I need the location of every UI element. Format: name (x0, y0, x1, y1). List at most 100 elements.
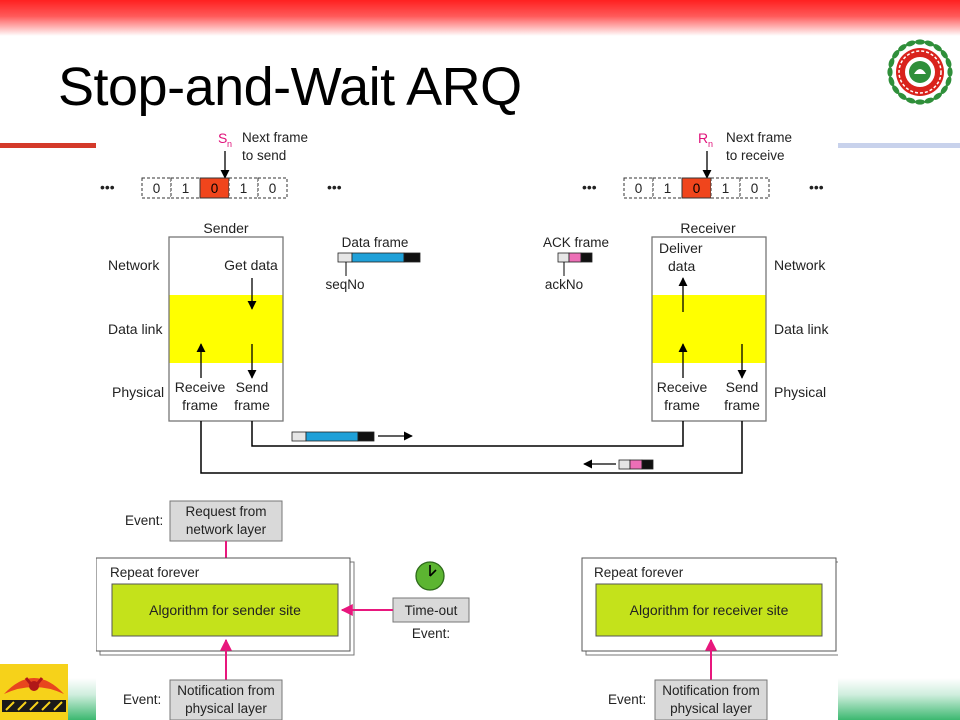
receiver-notification-box (654, 679, 768, 720)
timeout-event-label: Event: (412, 626, 450, 641)
receiver-window-slot-label-1: 1 (664, 181, 672, 196)
receiver-notification-event-label: Event: (608, 692, 646, 707)
sender-data-link-layer-label: Data link (108, 321, 163, 337)
sender-notification-line2: physical layer (185, 701, 267, 716)
sender-data-link-band (169, 295, 283, 363)
institute-seal-icon (887, 39, 953, 105)
seal-leaf (905, 97, 916, 104)
receiver-stack-box (651, 236, 767, 422)
channel-data-frame-payload (305, 431, 359, 442)
sender-window-slot-label-4: 0 (269, 181, 277, 196)
algorithm-receiver-label: Algorithm for receiver site (630, 602, 789, 618)
channel-data-frame-trailer (357, 431, 375, 442)
seal-leaf (945, 57, 952, 68)
seal-leaf (945, 76, 952, 87)
sender-pointer-symbol: S (218, 130, 227, 146)
seal-leaf (924, 97, 935, 104)
sender-event-loop: Event: Request from network layer Repeat… (96, 500, 470, 720)
receiver-window-slot-label-3: 1 (722, 181, 730, 196)
sender-send-line2: frame (234, 397, 270, 413)
seal-leaf (905, 40, 916, 47)
data-frame-legend-header (337, 252, 353, 263)
data-frame-label: Data frame (342, 235, 409, 250)
seal-leaf (892, 85, 900, 94)
sender-physical-layer-label: Physical (112, 384, 164, 400)
sender-window-ellipsis-left: ••• (100, 179, 115, 195)
seal-leaf (933, 92, 942, 100)
seqno-label: seqNo (325, 277, 364, 292)
sender-notification-box (169, 679, 283, 720)
data-frame-legend-trailer (403, 252, 421, 263)
channel-data-frame-header (291, 431, 307, 442)
seal-leaf (915, 39, 925, 45)
sender-window-slot-4 (257, 177, 288, 199)
sender-stack-box (168, 236, 284, 422)
forward-link-line (251, 421, 684, 447)
channel-ack-frame-header (618, 459, 631, 470)
clock-icon (415, 561, 445, 591)
sender-heading: Sender (203, 220, 248, 236)
sender-window-slot-label-0: 0 (153, 181, 161, 196)
receiver-notification-line2: physical layer (670, 701, 752, 716)
receiver-network-layer-label: Network (774, 257, 826, 273)
ack-frame-label: ACK frame (543, 235, 609, 250)
channel-ack-frame-trailer (641, 459, 654, 470)
sender-get-data-label: Get data (224, 257, 278, 273)
channel-ack-frame-payload (629, 459, 643, 470)
seal-leaf (888, 57, 895, 68)
title-rule-right (836, 143, 960, 148)
ack-frame-legend: ACK frame ackNo (543, 235, 609, 292)
ack-frame-legend-trailer (580, 252, 593, 263)
seal-leaf (888, 76, 895, 87)
receiver-deliver-line2: data (668, 258, 695, 274)
receiver-window-slot-0 (623, 177, 654, 199)
seal-leaf (940, 85, 948, 94)
sender-receive-line2: frame (182, 397, 218, 413)
sender-window-slot-3 (228, 177, 259, 199)
receiver-window-slot-4 (739, 177, 770, 199)
sender-repeat-label: Repeat forever (110, 565, 200, 580)
receiver-window-caption-line1: Next frame (726, 130, 792, 145)
timeout-box (392, 597, 470, 623)
receiver-window-ellipsis-left: ••• (582, 179, 597, 195)
seal-leaf (892, 50, 900, 59)
sender-notification-event-label: Event: (123, 692, 161, 707)
data-frame-legend-payload (351, 252, 405, 263)
receiver-window-slot-3 (710, 177, 741, 199)
receiver-notification-line1: Notification from (662, 683, 760, 698)
sender-send-line1: Send (236, 379, 269, 395)
e-cell-logo (0, 664, 68, 720)
timeout-label: Time-out (405, 603, 458, 618)
sender-receive-line1: Receive (175, 379, 226, 395)
sender-window-slot-label-2: 0 (211, 181, 219, 196)
sender-window-caption-line1: Next frame (242, 130, 308, 145)
receiver-repeat-label: Repeat forever (594, 565, 684, 580)
physical-channel (200, 421, 743, 474)
title-rule-left (0, 143, 100, 148)
seal-leaf (887, 67, 893, 77)
receiver-stack: Receiver Network Data link Physical Deli… (651, 220, 829, 422)
sender-stack: Sender Network Data link Physical Get da… (108, 220, 284, 422)
seal-leaf (898, 92, 907, 100)
receiver-data-link-band (652, 295, 766, 363)
receiver-physical-layer-label: Physical (774, 384, 826, 400)
seal-leaf (924, 40, 935, 47)
reverse-link-line (200, 421, 743, 474)
slide-title: Stop-and-Wait ARQ (58, 57, 522, 117)
receiver-window-slot-label-4: 0 (751, 181, 759, 196)
receiver-send-line2: frame (724, 397, 760, 413)
receiver-window-ellipsis-right: ••• (809, 179, 824, 195)
sender-window-slot-label-1: 1 (182, 181, 190, 196)
algorithm-receiver-box (595, 583, 823, 637)
sender-request-event-label: Event: (125, 513, 163, 528)
receiver-pointer-symbol: R (698, 130, 708, 146)
seal-leaf (933, 44, 942, 52)
receiver-window-slot-label-2: 0 (693, 181, 701, 196)
request-line1: Request from (185, 504, 266, 519)
sender-window-slot-0 (141, 177, 172, 199)
